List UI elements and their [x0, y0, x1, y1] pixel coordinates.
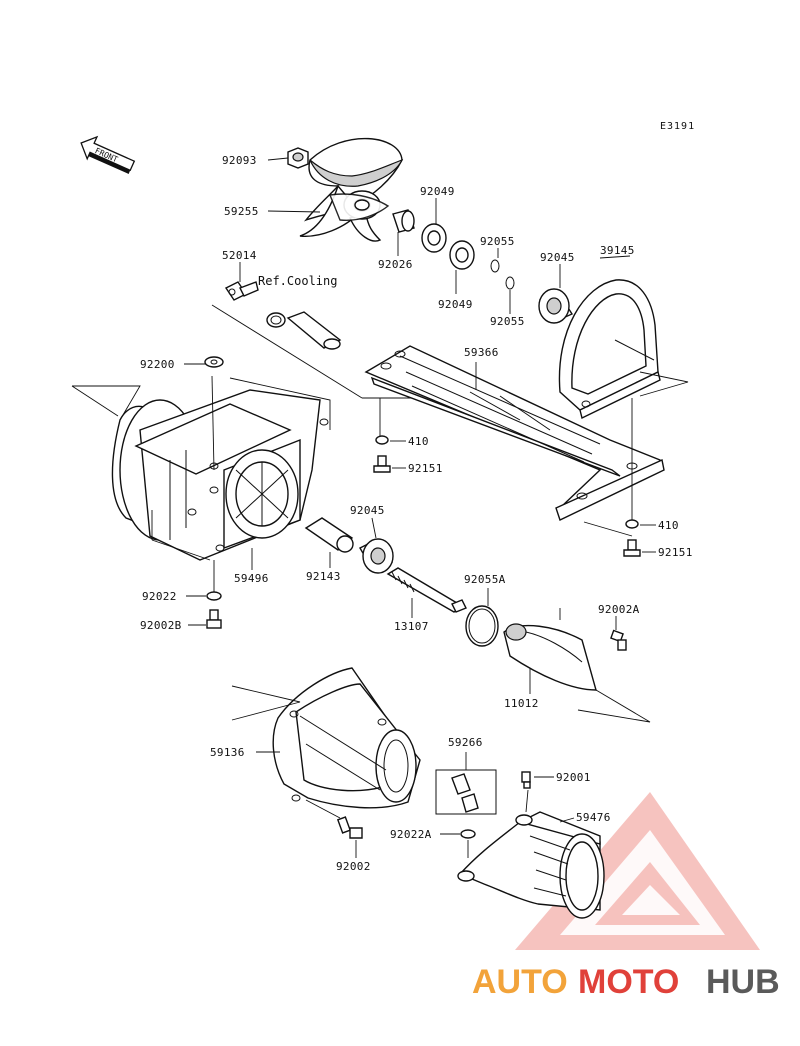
label-59366: 59366 — [464, 346, 499, 359]
watermark-auto: AUTO — [472, 963, 568, 1001]
label-92200: 92200 — [140, 358, 175, 371]
label-92001: 92001 — [556, 771, 591, 784]
washer-92200 — [204, 356, 224, 368]
nut-92093 — [287, 147, 309, 169]
label-39145: 39145 — [600, 244, 635, 257]
label-11012: 11012 — [504, 697, 539, 710]
fitting-52014 — [224, 281, 259, 301]
label-59476: 59476 — [576, 811, 611, 824]
kit-59266 — [435, 769, 497, 815]
stud-92002B — [206, 609, 222, 629]
label-92045-b: 92045 — [350, 504, 385, 517]
nozzle-59136 — [272, 667, 421, 809]
front-arrow-icon: FRONT — [80, 135, 136, 174]
label-92093: 92093 — [222, 154, 257, 167]
washer-410-a — [375, 435, 389, 445]
label-92151-a: 92151 — [408, 462, 443, 475]
label-92055-b: 92055 — [490, 315, 525, 328]
washer-92022 — [206, 591, 222, 601]
sleeve-92143 — [304, 517, 354, 553]
cap-11012 — [503, 623, 597, 691]
label-92143: 92143 — [306, 570, 341, 583]
watermark-text: AUTO MOTO HUB — [472, 963, 780, 1001]
washer-92049-a — [421, 223, 447, 253]
bearing-92045-a — [538, 288, 574, 324]
label-92026: 92026 — [378, 258, 413, 271]
label-59496: 59496 — [234, 572, 269, 585]
bolt-92001 — [521, 771, 531, 789]
washer-92022A — [460, 829, 476, 839]
label-59266: 59266 — [448, 736, 483, 749]
label-92151-b: 92151 — [658, 546, 693, 559]
cover-39145 — [558, 279, 661, 420]
pump-housing-59496 — [111, 389, 329, 561]
bearing-92045-b — [359, 538, 394, 574]
bolt-92002 — [336, 816, 363, 839]
label-92049-b: 92049 — [438, 298, 473, 311]
ride-plate-59366 — [364, 345, 665, 521]
diagram-code: E3191 — [660, 121, 695, 132]
watermark-hub: HUB — [706, 963, 780, 1001]
label-92022: 92022 — [142, 590, 177, 603]
label-410-b: 410 — [658, 519, 679, 532]
oring-92055-a — [490, 259, 500, 273]
label-92002A: 92002A — [598, 603, 640, 616]
label-92022A: 92022A — [390, 828, 432, 841]
bolt-92151-a — [373, 455, 391, 473]
label-52014: 52014 — [222, 249, 257, 262]
label-92055A: 92055A — [464, 573, 506, 586]
label-92049-a: 92049 — [420, 185, 455, 198]
watermark-moto: MOTO — [578, 963, 679, 1001]
label-410-a: 410 — [408, 435, 429, 448]
bolt-92002A — [610, 629, 627, 651]
bolt-92151-b — [623, 539, 641, 557]
label-59136: 59136 — [210, 746, 245, 759]
label-92045-a: 92045 — [540, 251, 575, 264]
hose-clamp — [266, 311, 342, 350]
washer-410-b — [625, 519, 639, 529]
label-59255: 59255 — [224, 205, 259, 218]
label-92002: 92002 — [336, 860, 371, 873]
deflector-59476 — [457, 811, 605, 919]
ref-cooling-note: Ref.Cooling — [258, 274, 337, 288]
shaft-13107 — [386, 567, 467, 613]
impeller — [299, 137, 404, 242]
label-92055-a: 92055 — [480, 235, 515, 248]
collar-92026 — [392, 209, 415, 233]
oring-92055-b — [505, 276, 515, 290]
label-92002B: 92002B — [140, 619, 182, 632]
label-13107: 13107 — [394, 620, 429, 633]
washer-92049-b — [449, 240, 475, 270]
oring-92055A — [465, 605, 499, 647]
